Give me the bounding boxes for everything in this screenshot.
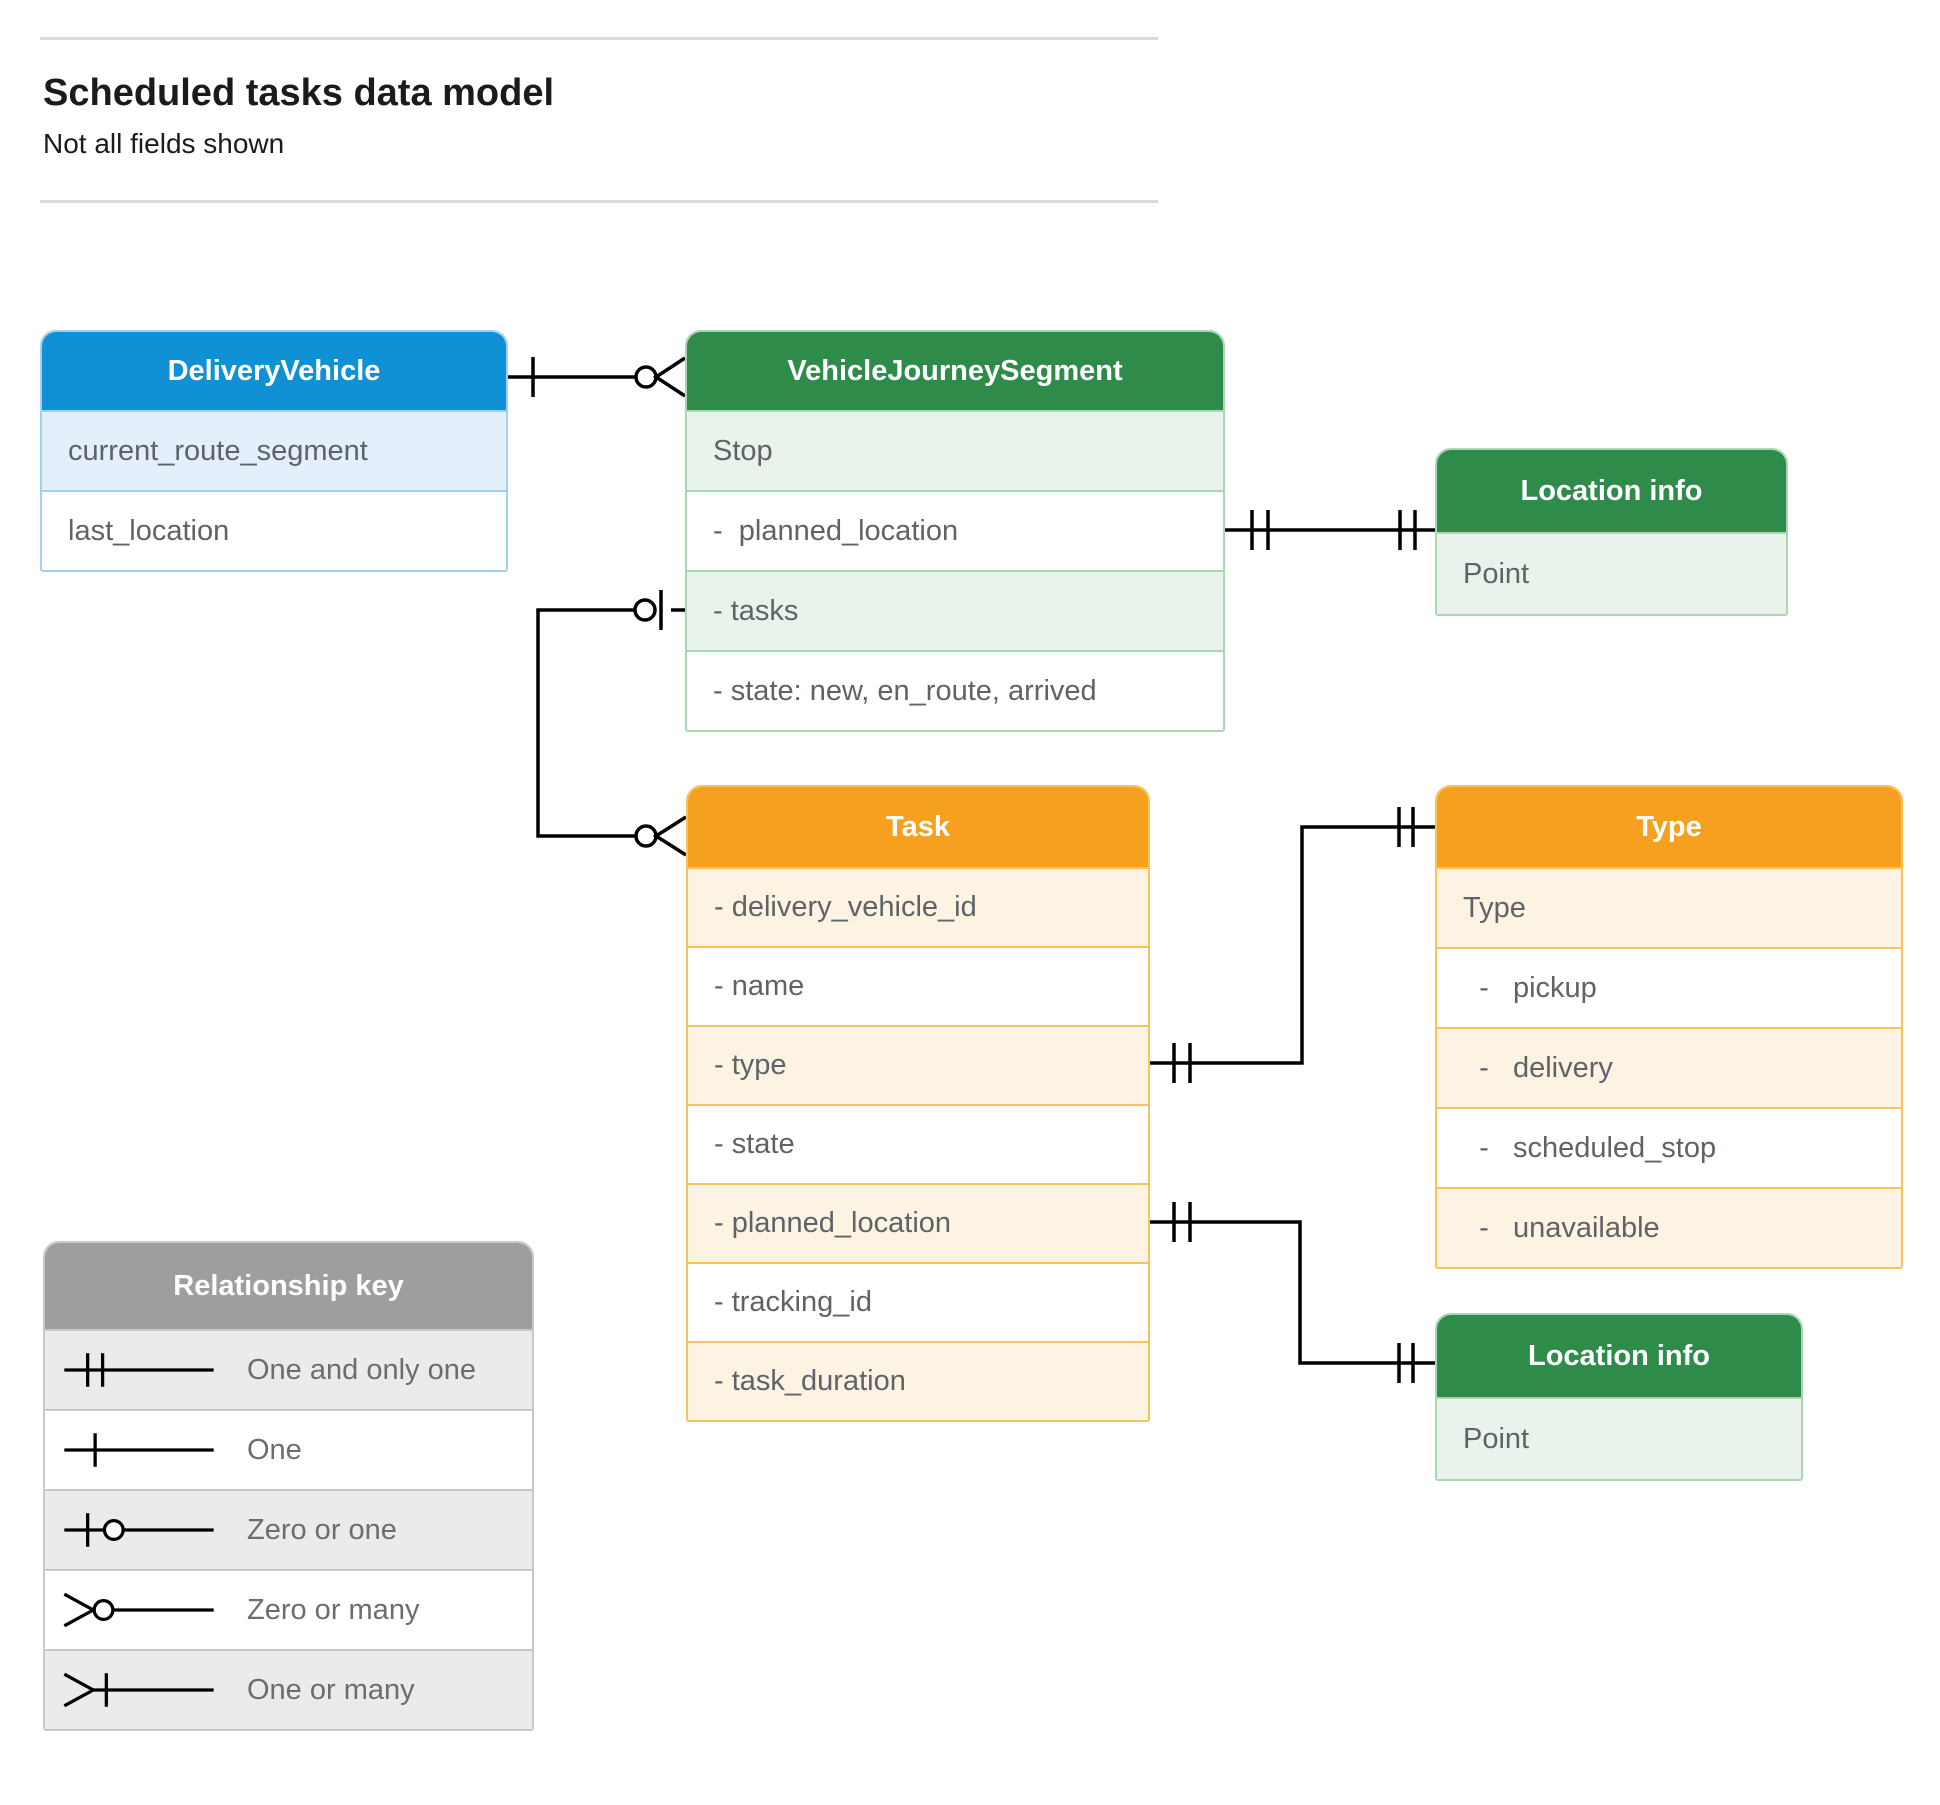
connector-plannedlocation-locationinfo-bottom [1150,1202,1435,1383]
zero-or-one-icon [64,1513,214,1547]
key-label: Zero or one [247,1513,397,1546]
entity-locationinfo-bottom-title: Location info [1437,1315,1801,1397]
relationship-key-title: Relationship key [45,1243,532,1329]
key-row-one-and-only-one: One and only one [45,1329,532,1409]
key-row-zero-or-many: Zero or many [45,1569,532,1649]
field-name: - name [688,946,1148,1025]
entity-locationinfo-top: Location info Point [1435,448,1788,616]
field-last-location: last_location [42,490,506,570]
key-label: One or many [247,1673,415,1706]
entity-type: Type Type - pickup - delivery - schedule… [1435,785,1903,1269]
page-title: Scheduled tasks data model [43,72,555,114]
key-row-zero-or-one: Zero or one [45,1489,532,1569]
field-delivery-vehicle-id: - delivery_vehicle_id [688,867,1148,946]
field-task-state: - state [688,1104,1148,1183]
connector-deliveryvehicle-vehiclejourneysegment [508,356,686,398]
connector-tasks-task [536,590,687,857]
entity-deliveryvehicle-title: DeliveryVehicle [42,332,506,410]
entity-task-title: Task [688,787,1148,867]
field-type-label: Type [1437,867,1901,947]
entity-vehiclejourneysegment: VehicleJourneySegment Stop - planned_loc… [685,330,1225,732]
one-or-many-icon [63,1672,214,1708]
entity-deliveryvehicle: DeliveryVehicle current_route_segment la… [40,330,508,572]
zero-or-many-icon [63,1592,214,1628]
relationship-key: Relationship key One and only one One Ze… [43,1241,534,1731]
field-unavailable: - unavailable [1437,1187,1901,1267]
field-task-duration: - task_duration [688,1341,1148,1420]
entity-task: Task - delivery_vehicle_id - name - type… [686,785,1150,1422]
field-scheduled-stop: - scheduled_stop [1437,1107,1901,1187]
key-row-one-or-many: One or many [45,1649,532,1729]
page-subtitle: Not all fields shown [43,128,285,159]
entity-vehiclejourneysegment-title: VehicleJourneySegment [687,332,1223,410]
connector-plannedlocation-locationinfo-top [1225,510,1435,550]
key-row-one: One [45,1409,532,1489]
key-label: One and only one [247,1353,476,1386]
top-divider [40,37,1158,40]
field-stop: Stop [687,410,1223,490]
entity-locationinfo-top-title: Location info [1437,450,1786,532]
field-tasks: - tasks [687,570,1223,650]
one-and-only-one-icon [64,1353,214,1387]
field-state: - state: new, en_route, arrived [687,650,1223,730]
field-pickup: - pickup [1437,947,1901,1027]
entity-locationinfo-bottom: Location info Point [1435,1313,1803,1481]
field-current-route-segment: current_route_segment [42,410,506,490]
field-point-top: Point [1437,532,1786,614]
connector-type-type-entity [1150,807,1435,1083]
one-icon [64,1433,214,1467]
key-label: One [247,1433,302,1466]
key-label: Zero or many [247,1593,420,1626]
field-task-planned-location: - planned_location [688,1183,1148,1262]
title-divider [40,200,1158,203]
field-planned-location: - planned_location [687,490,1223,570]
field-point-bottom: Point [1437,1397,1801,1479]
field-type: - type [688,1025,1148,1104]
field-delivery: - delivery [1437,1027,1901,1107]
entity-type-title: Type [1437,787,1901,867]
field-tracking-id: - tracking_id [688,1262,1148,1341]
